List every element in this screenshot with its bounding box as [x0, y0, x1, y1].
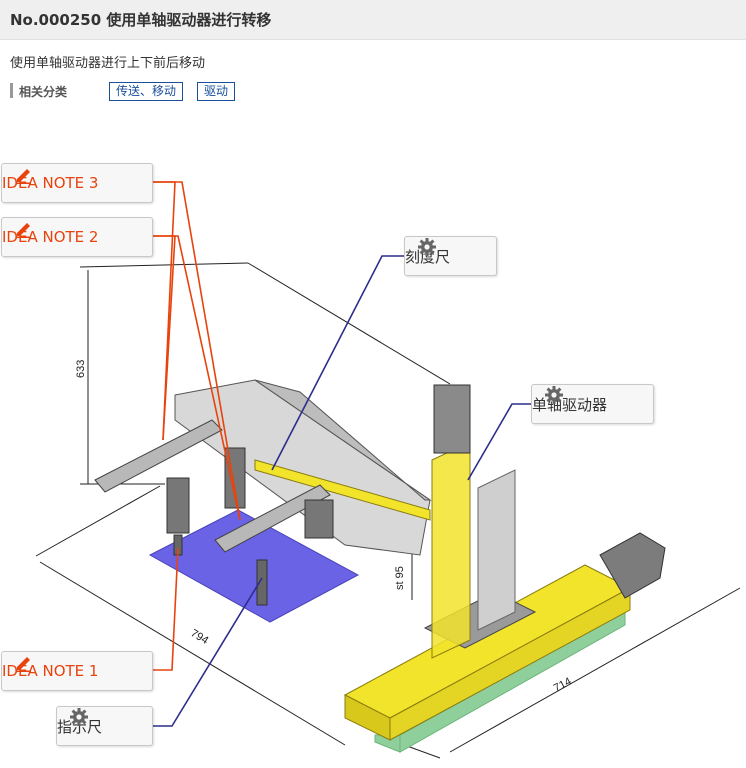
frame-side-plate: [254, 379, 432, 501]
pencil-icon: [17, 169, 31, 184]
right-cylinder: [304, 499, 334, 539]
upper-arm-left: [94, 419, 223, 493]
gear-icon: [418, 238, 436, 256]
scale-label: 刻度尺: [405, 247, 451, 266]
upper-arm-right: [214, 484, 331, 553]
idea-note-3-callout[interactable]: IDEA NOTE 3: [1, 163, 153, 203]
gear-icon: [70, 708, 88, 726]
vertical-actuator: [431, 441, 471, 659]
blue-base-plate: [148, 509, 360, 623]
tag-drive[interactable]: 驱动: [197, 82, 236, 101]
vertical-motor: [433, 384, 471, 454]
horizontal-actuator-side: [389, 587, 631, 741]
category-label: 相关分类: [19, 85, 68, 99]
scale-callout[interactable]: 刻度尺: [404, 236, 497, 276]
dimension-height-label: 633: [75, 360, 87, 378]
idea-note-2-label: IDEA NOTE 2: [2, 228, 99, 246]
dimension-width-label: 714: [552, 675, 574, 694]
single-axis-actuator-callout[interactable]: 单轴驱动器: [531, 384, 654, 424]
page-title: No.000250 使用单轴驱动器进行转移: [10, 11, 272, 29]
gear-icon: [545, 386, 563, 404]
machine-drawing: 633 794 714 st 255 st 95: [35, 181, 741, 759]
idea-note-3-label: IDEA NOTE 3: [2, 174, 99, 192]
category-marker: [10, 83, 13, 98]
pencil-icon: [17, 223, 31, 238]
leader-lines: [153, 181, 531, 727]
dimension-stroke-vertical-label: st 95: [394, 566, 406, 590]
idea-note-1-callout[interactable]: IDEA NOTE 1: [1, 651, 153, 691]
tag-transfer-move[interactable]: 传送、移动: [109, 82, 184, 101]
idea-note-2-callout[interactable]: IDEA NOTE 2: [1, 217, 153, 257]
related-categories: 相关分类 传送、移动 驱动: [10, 82, 310, 101]
page-description: 使用单轴驱动器进行上下前后移动: [10, 56, 206, 71]
pointer-label: 指示尺: [57, 717, 103, 736]
dimension-depth-label: 794: [188, 627, 210, 647]
pencil-icon: [17, 657, 31, 672]
mechanism-illustration: 633 794 714 st 255 st 95: [0, 110, 746, 768]
title-bar: No.000250 使用单轴驱动器进行转移: [0, 0, 746, 40]
pointer-post: [256, 559, 268, 606]
support-bracket: [477, 469, 516, 631]
left-cylinder: [166, 477, 190, 534]
scale-strip: [254, 459, 431, 521]
horizontal-motor: [599, 532, 666, 599]
pointer-callout[interactable]: 指示尺: [56, 706, 153, 746]
idea-note-1-label: IDEA NOTE 1: [2, 662, 99, 680]
